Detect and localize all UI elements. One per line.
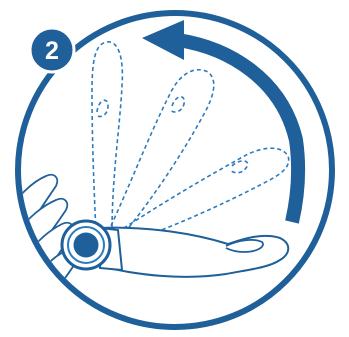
pivot-icon (62, 221, 110, 269)
step-badge: 2 (30, 28, 74, 72)
step-number: 2 (45, 37, 59, 65)
